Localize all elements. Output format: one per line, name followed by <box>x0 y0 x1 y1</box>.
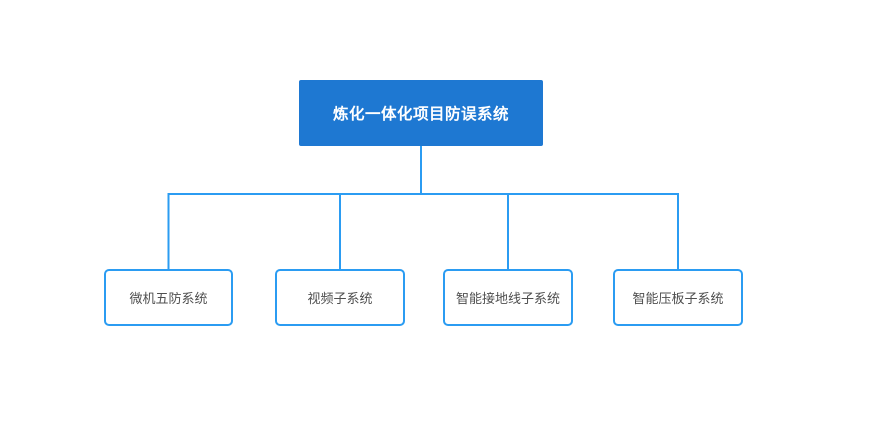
child-node-label: 视频子系统 <box>307 291 373 306</box>
child-node-label: 智能接地线子系统 <box>455 291 560 306</box>
root-node-label: 炼化一体化项目防误系统 <box>332 106 509 123</box>
connector-path <box>167 146 679 269</box>
child-node-video[interactable]: 视频子系统 <box>275 269 405 326</box>
root-node[interactable]: 炼化一体化项目防误系统 <box>299 80 543 146</box>
child-node-label: 微机五防系统 <box>129 291 208 306</box>
child-node-wujifang[interactable]: 微机五防系统 <box>104 269 233 326</box>
child-node-pressure-plate[interactable]: 智能压板子系统 <box>613 269 743 326</box>
child-node-label: 智能压板子系统 <box>632 291 724 306</box>
child-node-grounding-wire[interactable]: 智能接地线子系统 <box>443 269 573 326</box>
